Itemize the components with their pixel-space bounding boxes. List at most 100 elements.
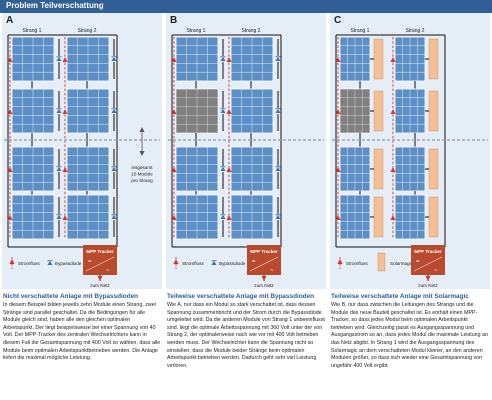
ac-symbol: ~ [270,268,274,274]
caption-b: Teilweise verschattete Anlage mit Bypass… [167,293,325,370]
diode-triangle [220,109,226,113]
pv-module [394,36,426,82]
pv-module [339,194,371,240]
solarmagic-unit [373,148,384,190]
current-arrow-icon [171,109,177,114]
diode-triangle [111,215,117,219]
diode-triangle [211,261,217,265]
pv-module [175,36,219,82]
caption-body: Wie B, nur dass zwischen die Leitungen d… [331,302,488,369]
annotation-text: 10 Module [131,172,153,177]
current-arrow-icon [7,109,13,114]
string-label: Strang 1 [187,28,206,34]
current-arrow-icon [335,215,341,220]
pv-module-shaded [175,88,219,134]
caption-c: Teilweise verschattete Anlage mit Solarm… [331,293,489,370]
current-arrow-icon [226,215,232,220]
diode-triangle [275,109,281,113]
diode-triangle [111,109,117,113]
bypass-diode-icon [111,166,117,171]
current-arrow-icon [62,109,68,114]
caption-a: Nicht verschattete Anlage mit Bypassdiod… [3,293,161,363]
diode-triangle [47,261,53,265]
caption-title: Nicht verschattete Anlage mit Bypassdiod… [3,293,139,300]
bypass-diode-icon [275,166,281,171]
current-arrow-icon [171,57,177,62]
string-label: Strang 1 [351,28,370,34]
diode-triangle [220,57,226,61]
current-arrow-icon [335,167,341,172]
current-arrow-icon [62,215,68,220]
current-arrow-icon [7,57,13,62]
panel-letter: A [6,15,14,26]
bypass-diode-icon [275,108,281,113]
legend-flow-label: Stromfluss [346,261,368,266]
solarmagic-unit [428,196,439,238]
caption-title: Teilweise verschattete Anlage mit Solarm… [331,293,469,300]
bypass-diode-icon [47,260,53,265]
current-arrow-icon [171,167,177,172]
current-arrow-icon [62,167,68,172]
pv-module [66,36,110,82]
bypass-diode-icon [56,108,62,113]
grid-label: zum Netz [90,283,110,288]
bypass-diode-icon [220,166,226,171]
current-arrow-icon [62,57,68,62]
ac-symbol: ~ [106,268,110,274]
page-title: Problem Teilverschattung [6,1,104,10]
shade-overlay [176,89,218,133]
current-arrow-icon [9,259,15,264]
pv-module [11,146,55,192]
current-arrow-icon [261,276,267,281]
legend-second-label: Solarmagic [390,261,414,266]
caption-title: Teilweise verschattete Anlage mit Bypass… [167,293,315,300]
pv-module-shaded [339,88,371,134]
legend-flow-label: Stromfluss [18,261,40,266]
inverter-diagonal [249,256,279,272]
diode-triangle [220,215,226,219]
annotation-text: pro Strang [131,178,153,183]
current-arrow-icon [226,167,232,172]
string-label: Strang 2 [78,28,97,34]
caption-body: In diesem Beispiel bilden jeweils zehn M… [3,302,161,362]
solarmagic-icon [377,252,386,272]
header-bar: Problem Teilverschattung [0,0,492,13]
pv-module [66,194,110,240]
annotation-text: insgesamt [132,165,154,170]
pv-module [394,146,426,192]
ac-symbol: ~ [434,268,438,274]
pv-module [66,146,110,192]
pv-module [394,88,426,134]
mpp-tracker-label: MPP Tracker [250,249,278,254]
bypass-diode-icon [56,214,62,219]
diode-triangle [275,167,281,171]
legend-second-label: Bypassdiode [219,261,246,266]
pv-module [11,194,55,240]
mpp-tracker-label: MPP Tracker [414,249,442,254]
pv-module [339,36,371,82]
bypass-diode-icon [220,108,226,113]
bypass-diode-icon [111,56,117,61]
current-arrow-icon [171,215,177,220]
diode-triangle [56,167,62,171]
diode-triangle [111,57,117,61]
current-arrow-icon [226,57,232,62]
grid-label: zum Netz [418,283,438,288]
bypass-diode-icon [275,214,281,219]
caption-body: Wie A, nur dass ein Modul so stark versc… [167,302,325,369]
pv-module [230,88,274,134]
current-arrow-icon [390,57,396,62]
grid-label: zum Netz [254,283,274,288]
inverter-diagonal [413,256,443,272]
diode-triangle [56,109,62,113]
bypass-diode-icon [56,56,62,61]
current-arrow-icon [390,215,396,220]
inverter-diagonal [85,256,115,272]
bypass-diode-icon [220,214,226,219]
mpp-tracker-label: MPP Tracker [86,249,114,254]
bypass-diode-icon [220,56,226,61]
current-arrow-icon [335,57,341,62]
string-label: Strang 1 [23,28,42,34]
